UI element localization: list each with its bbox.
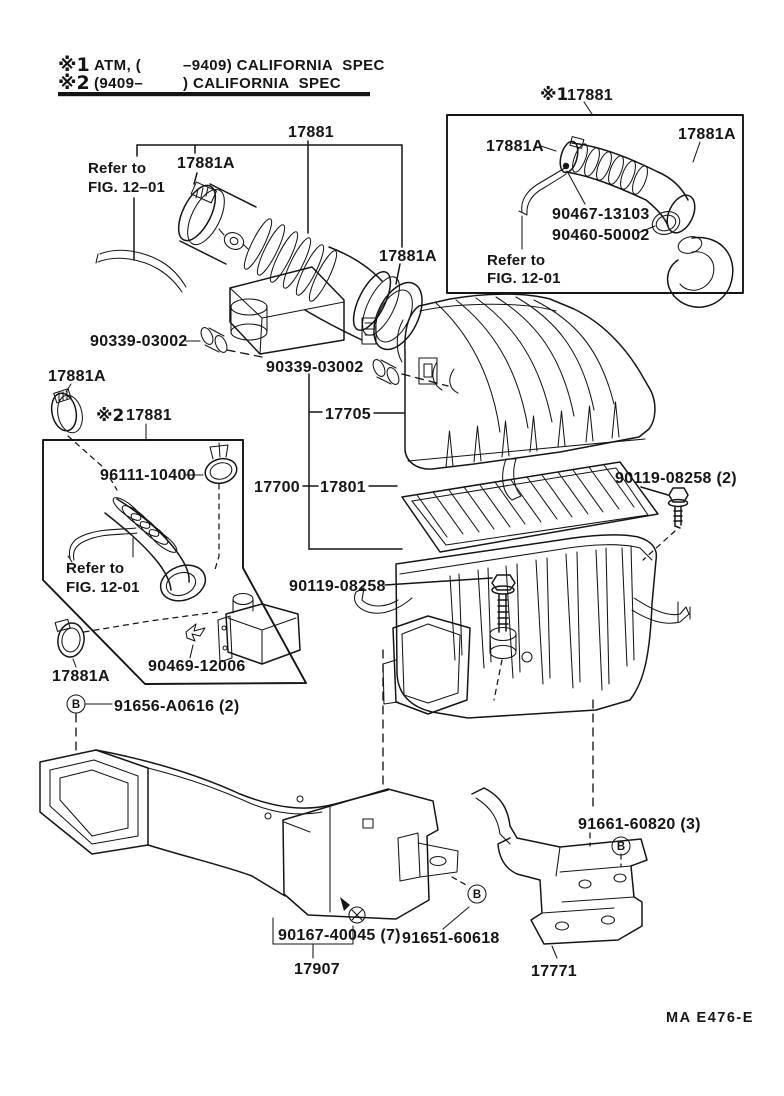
label-17881A-clamp-topright: 17881A — [379, 248, 437, 265]
label-90119-qty: 90119-08258 (2) — [615, 470, 737, 487]
inset-box — [446, 101, 744, 308]
filter-element-drawing — [401, 461, 659, 553]
refer-note-3-line1: Refer to — [66, 560, 124, 577]
refer-note-2-line1: Refer to — [487, 252, 545, 269]
label-96111: 96111-10400 — [100, 467, 196, 484]
air-duct-drawing — [39, 749, 459, 959]
label-17700: 17700 — [254, 479, 300, 496]
bolt-90119-center-drawing — [384, 574, 516, 701]
lower-housing-drawing — [353, 534, 691, 719]
refer-note-1-line2: FIG. 12–01 — [88, 179, 165, 196]
circled-b-3: B — [617, 841, 625, 853]
label-17881A-lowleft: 17881A — [52, 668, 110, 685]
label-90167: 90167-40045 (7) — [278, 927, 401, 944]
label-91656: 91656-A0616 (2) — [114, 698, 239, 715]
circled-b-1: B — [72, 699, 80, 711]
grommet-90339-drawings — [185, 327, 449, 387]
inset-title-marker: ※1 — [540, 85, 568, 105]
bolt-90119-right-drawing — [640, 486, 689, 561]
label-17705: 17705 — [325, 406, 371, 423]
mount-bracket-drawing — [471, 787, 648, 959]
label-90339-left: 90339-03002 — [90, 333, 188, 350]
main-intake-hose-drawing — [95, 181, 423, 355]
page-code: MA E476-E — [666, 1010, 754, 1026]
label-91651: 91651-60618 — [402, 930, 500, 947]
bolt-callout-91661: B — [589, 699, 631, 867]
inset-title-part: 17881 — [567, 87, 613, 104]
label-90339-center: 90339-03002 — [266, 359, 364, 376]
label-17881-star2: 17881 — [126, 407, 172, 424]
label-90467: 90467-13103 — [552, 206, 650, 223]
header-notes: ※1 ATM, ( –9409) CALIFORNIA SPEC ※2 (940… — [58, 54, 385, 97]
label-17881-main: 17881 — [288, 124, 334, 141]
note1-text-b: –9409) CALIFORNIA SPEC — [183, 57, 385, 74]
air-cleaner-cap-drawing — [396, 293, 656, 501]
bolt-callout-91656: B — [66, 694, 113, 751]
label-17907: 17907 — [294, 961, 340, 978]
label-17881A-inset-left: 17881A — [486, 138, 544, 155]
refer-note-2-line2: FIG. 12-01 — [487, 270, 561, 287]
label-17881A-midleft: 17881A — [48, 368, 106, 385]
label-17881A-clamp-topleft: 17881A — [177, 155, 235, 172]
main-hose-callout-lines — [133, 140, 403, 285]
label-90460: 90460-50002 — [552, 227, 650, 244]
circled-b-2: B — [473, 889, 481, 901]
label-91661: 91661-60820 (3) — [578, 816, 701, 833]
refer-note-1-line1: Refer to — [88, 160, 146, 177]
label-90469: 90469-12006 — [148, 658, 246, 675]
note2-marker: ※2 — [58, 72, 90, 94]
note2-text-b: ) CALIFORNIA SPEC — [183, 75, 341, 92]
label-17771: 17771 — [531, 963, 577, 980]
star2-marker: ※2 — [96, 406, 124, 426]
note1-text-a: ATM, ( — [94, 57, 141, 74]
label-17881A-inset-right: 17881A — [678, 126, 736, 143]
bolt-callout-91651: B — [442, 876, 487, 930]
assembly-bracket-lines — [302, 373, 405, 550]
note2-text-a: (9409– — [94, 75, 143, 92]
star2-hose-box — [42, 383, 307, 685]
refer-note-3-line2: FIG. 12-01 — [66, 579, 140, 596]
label-90119: 90119-08258 — [289, 578, 386, 595]
header-underline — [58, 92, 370, 97]
label-17801: 17801 — [320, 479, 366, 496]
note1-marker: ※1 — [58, 54, 90, 76]
